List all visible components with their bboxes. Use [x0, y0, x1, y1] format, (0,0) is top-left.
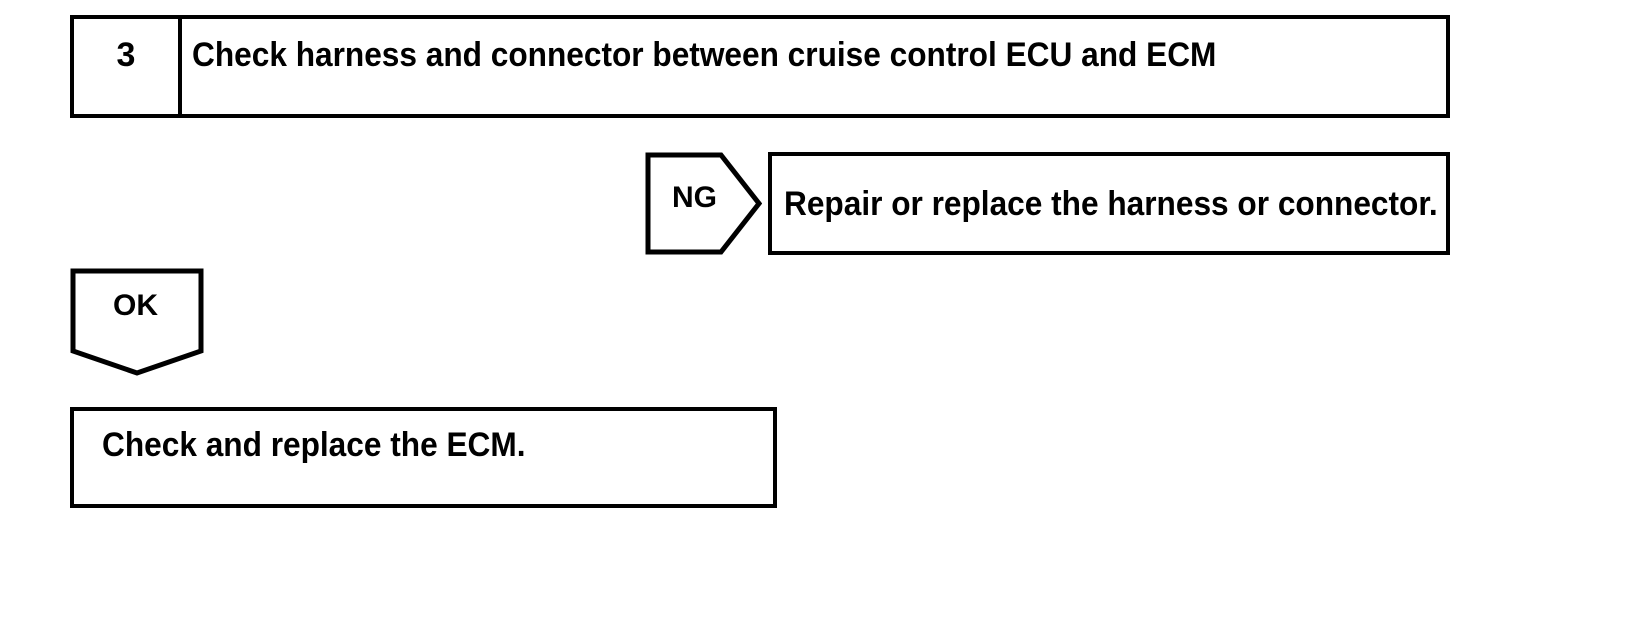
- ok-branch-label: OK: [113, 289, 158, 322]
- step-title: Check harness and connector between crui…: [192, 36, 1217, 74]
- ng-result-box: Repair or replace the harness or connect…: [768, 152, 1450, 255]
- ng-arrow-icon: [645, 152, 762, 255]
- ok-arrow-icon: [70, 268, 204, 376]
- final-result-box: Check and replace the ECM.: [70, 407, 777, 508]
- ng-branch-label: NG: [672, 181, 717, 214]
- ng-result-text: Repair or replace the harness or connect…: [784, 184, 1438, 223]
- final-result-text: Check and replace the ECM.: [102, 426, 526, 464]
- step-title-cell: Check harness and connector between crui…: [182, 19, 1446, 114]
- step-number-cell: 3: [74, 19, 182, 114]
- step-row: 3 Check harness and connector between cr…: [70, 15, 1450, 118]
- step-number: 3: [116, 36, 136, 74]
